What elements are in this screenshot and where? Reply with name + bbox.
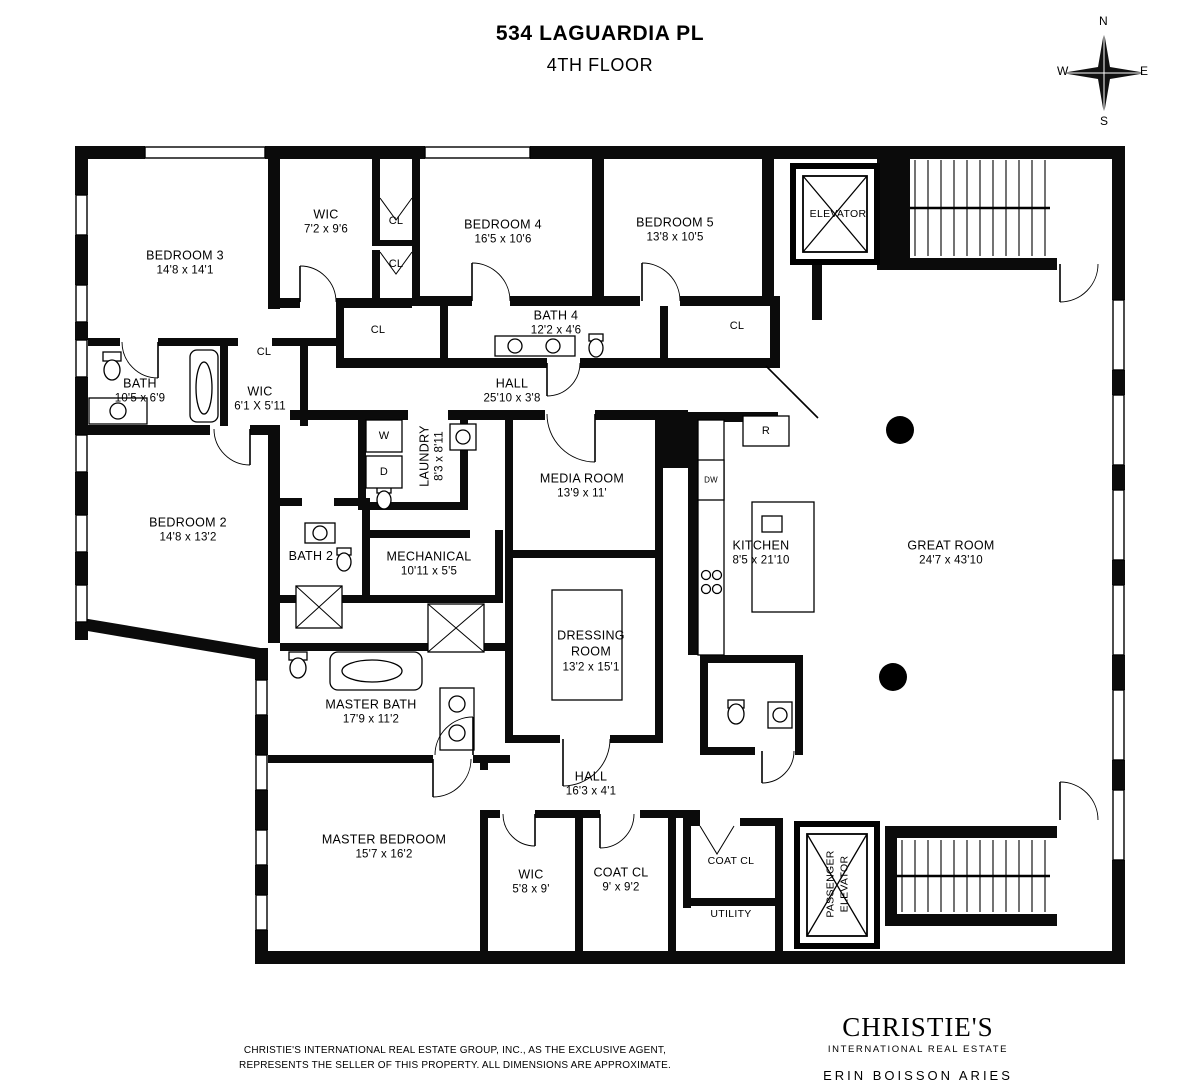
compass-north-label: N <box>1099 14 1108 28</box>
dryer-label: D <box>379 466 389 478</box>
room-label-passenger-elevator: PASSENGER ELEVATOR <box>824 850 850 918</box>
interior-walls <box>88 146 1057 951</box>
brand-tagline: INTERNATIONAL REAL ESTATE <box>827 1044 1009 1055</box>
dishwasher-label: DW <box>704 475 718 485</box>
refrigerator-label: R <box>761 425 771 437</box>
compass-star-icon <box>1062 32 1146 114</box>
agent-name: ERIN BOISSON ARIES <box>823 1068 1013 1083</box>
disclaimer-line-1: CHRISTIE'S INTERNATIONAL REAL ESTATE GRO… <box>243 1045 667 1056</box>
compass-south-label: S <box>1100 114 1109 128</box>
room-label-bath-2: BATH 2 <box>288 548 334 563</box>
staircase-upper <box>910 160 1050 256</box>
staircase-lower <box>897 840 1050 912</box>
brand-block: CHRISTIE'S INTERNATIONAL REAL ESTATE ERI… <box>812 1012 1024 1090</box>
column <box>879 663 907 691</box>
angled-wall <box>81 618 261 660</box>
disclaimer-line-2: REPRESENTS THE SELLER OF THIS PROPERTY. … <box>239 1059 671 1071</box>
room-label-coat-cl-2: COAT CL <box>707 855 755 868</box>
compass-rose: N E S W <box>1057 14 1150 128</box>
closet-label: CL <box>256 346 272 358</box>
closet-label: CL <box>388 215 404 227</box>
closet-label: CL <box>729 320 745 332</box>
windows <box>75 146 1125 931</box>
washer-label: W <box>378 430 390 442</box>
disclaimer: CHRISTIE'S INTERNATIONAL REAL ESTATE GRO… <box>205 1044 705 1073</box>
closet-label: CL <box>388 258 404 270</box>
fixtures <box>88 333 815 751</box>
compass-east-label: E <box>1140 64 1149 78</box>
page-title: 534 LAGUARDIA PL <box>495 22 705 45</box>
closet-label: CL <box>370 324 386 336</box>
brand-logo: CHRISTIE'S <box>842 1012 994 1042</box>
column <box>886 416 914 444</box>
page-subtitle: 4TH FLOOR <box>546 55 654 75</box>
elevator-shaft <box>790 163 880 265</box>
room-label-elevator: ELEVATOR <box>809 208 867 221</box>
passenger-elevator-shaft <box>794 821 880 949</box>
room-label-utility: UTILITY <box>710 908 752 921</box>
door-swings <box>121 197 1099 855</box>
compass-west-label: W <box>1057 64 1069 78</box>
team-label: THE TEAM <box>812 1088 1024 1090</box>
